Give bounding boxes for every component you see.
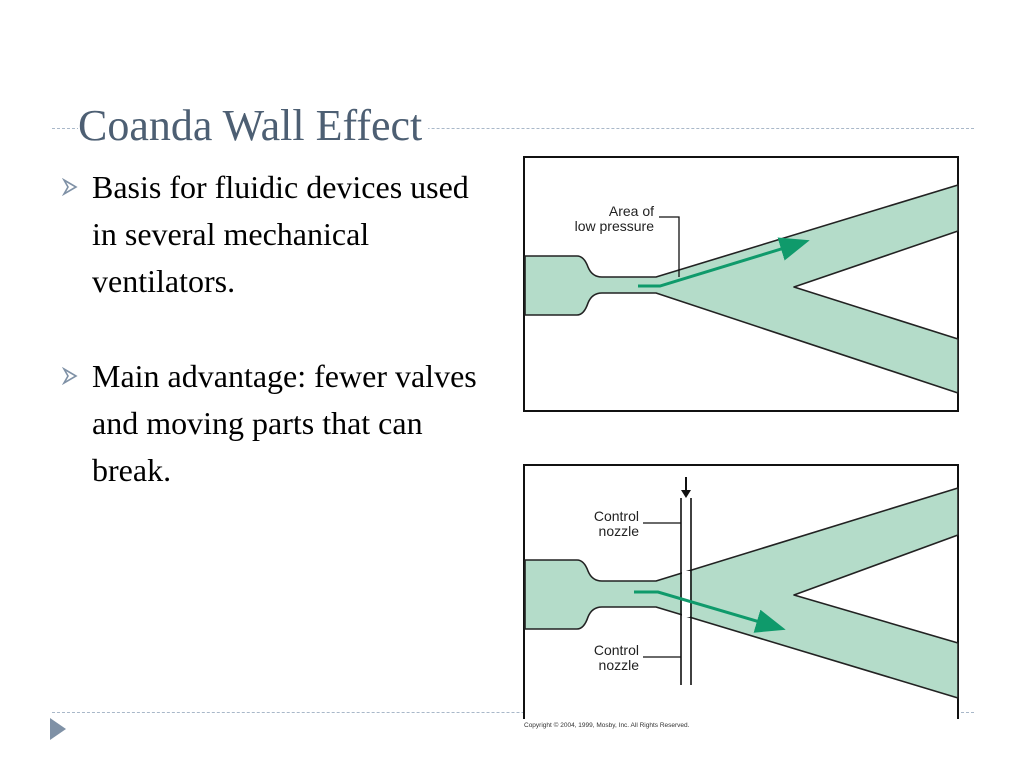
slide-title: Coanda Wall Effect xyxy=(78,98,429,154)
control-nozzle-bottom-line2: nozzle xyxy=(599,657,640,673)
nav-triangle-icon[interactable] xyxy=(50,718,66,740)
arrow-bullet-icon xyxy=(62,178,78,196)
down-arrow-icon xyxy=(681,477,691,498)
fluid-channel xyxy=(524,487,959,699)
flow-arrow xyxy=(634,590,786,633)
bullet-item: Basis for fluidic devices used in severa… xyxy=(62,164,492,305)
footer-divider xyxy=(52,712,974,713)
leader-line xyxy=(659,216,680,277)
low-pressure-label-line1: Area of xyxy=(609,203,654,219)
arrow-bullet-icon xyxy=(62,367,78,385)
title-divider xyxy=(52,128,974,129)
bullet-item: Main advantage: fewer valves and moving … xyxy=(62,353,492,494)
control-nozzle-top-line1: Control xyxy=(594,508,639,524)
bullet-text: Main advantage: fewer valves and moving … xyxy=(92,358,477,488)
copyright-notice: Copyright © 2004, 1999, Mosby, Inc. All … xyxy=(524,722,690,729)
control-gap xyxy=(682,571,690,617)
coanda-diagram-top: Area of low pressure xyxy=(523,156,959,412)
low-pressure-label-line2: low pressure xyxy=(575,218,655,234)
flow-arrow xyxy=(638,237,810,288)
bullet-list: Basis for fluidic devices used in severa… xyxy=(62,164,492,542)
control-nozzle-top-line2: nozzle xyxy=(599,523,640,539)
fluid-channel xyxy=(524,184,959,394)
coanda-diagram-bottom: Control nozzle Control nozzle xyxy=(523,464,959,719)
bullet-text: Basis for fluidic devices used in severa… xyxy=(92,169,469,299)
control-nozzle-bottom-line1: Control xyxy=(594,642,639,658)
